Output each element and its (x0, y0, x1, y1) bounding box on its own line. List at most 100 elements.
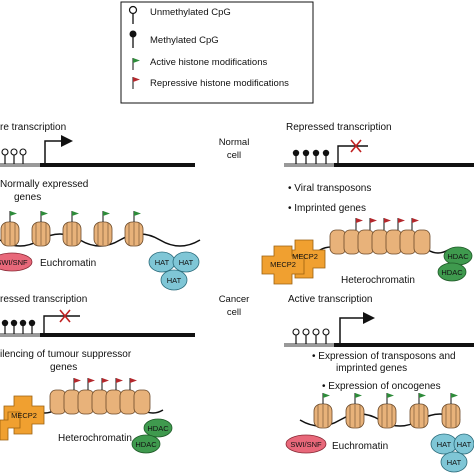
active-flag-icon (354, 393, 362, 404)
swisnf-label: SWI/SNF (290, 440, 322, 449)
legend-box (120, 1, 314, 104)
caption-line1: Normally expressed (0, 179, 88, 190)
legend-methylated-icon (129, 30, 137, 48)
repressive-flag-icon (383, 218, 391, 230)
repressive-flag-icon (129, 378, 137, 390)
nucleosome (93, 221, 113, 247)
hdac-cluster: HDAC HDAC (131, 418, 173, 454)
bullet-1: • Viral transposons (288, 183, 371, 194)
nucleosome (133, 389, 151, 415)
panel-normal-right: Repressed transcription • Viral transpos… (261, 122, 474, 286)
panel-title: re transcription (0, 122, 66, 133)
mecp2-label: MECP2 (292, 252, 318, 261)
nucleosome-group (313, 393, 461, 429)
bullet-2: • Imprinted genes (288, 203, 366, 214)
gene-track (284, 149, 474, 167)
active-flag-icon (450, 393, 458, 404)
caption-line2: genes (14, 192, 41, 203)
nucleosome (0, 221, 20, 247)
hat-cluster: HAT HAT HAT (430, 433, 474, 473)
repressive-flag-icon (369, 218, 377, 230)
panel-normal-left: re transcription Normally expressed gene… (0, 122, 201, 291)
nucleosome (313, 403, 333, 429)
hat-label: HAT (155, 258, 170, 267)
nucleosome (377, 403, 397, 429)
caption-line2: genes (50, 362, 77, 373)
nucleosome-group (329, 218, 431, 255)
legend-unmethylated-icon (128, 5, 138, 24)
chromatin-label: Heterochromatin (58, 433, 132, 444)
hdac-label: HDAC (441, 268, 463, 277)
repressive-flag-icon (73, 378, 81, 390)
active-flag-icon (133, 211, 141, 222)
mecp2-label: MECP2 (11, 411, 37, 420)
blocked-transcription-arrow (43, 309, 80, 333)
active-flag-icon (40, 211, 48, 222)
active-flag-icon (418, 393, 426, 404)
chromatin-label: Euchromatin (332, 441, 388, 452)
hdac-label: HDAC (135, 440, 157, 449)
legend-repressive-label: Repressive histone modifications (150, 78, 289, 89)
active-flag-icon (322, 393, 330, 404)
hat-label: HAT (437, 440, 452, 449)
nucleosome-group (0, 211, 144, 247)
panel-cancer-left: ressed transcription ilencing of tumour … (0, 294, 195, 454)
hdac-cluster: HDAC HDAC (437, 246, 473, 282)
hat-label: HAT (179, 258, 194, 267)
repressive-flag-icon (115, 378, 123, 390)
repressive-flag-icon (87, 378, 95, 390)
legend-repressive-flag-icon (132, 77, 140, 89)
swisnf-complex: SWI/SNF (285, 434, 327, 454)
nucleosome (441, 403, 461, 429)
blocked-transcription-arrow (337, 139, 368, 163)
bullet-1-cont: imprinted genes (336, 363, 407, 374)
repressive-flag-icon (397, 218, 405, 230)
chromatin-label: Euchromatin (40, 258, 96, 269)
hdac-label: HDAC (147, 424, 169, 433)
row-label-cancer-line2: cell (227, 307, 241, 318)
repressive-flag-icon (101, 378, 109, 390)
row-label-normal-line1: Normal (219, 137, 250, 148)
gene-track (0, 148, 195, 167)
swisnf-complex: SWI/SNF (0, 252, 33, 272)
mecp2-complex: MECP2 MECP2 (261, 239, 326, 285)
nucleosome (62, 221, 82, 247)
nucleosome (413, 229, 431, 255)
bullet-2: • Expression of oncogenes (322, 381, 441, 392)
bullet-1: • Expression of transposons and (312, 351, 456, 362)
legend-active-flag-icon (132, 58, 140, 70)
panel-cancer-right: Active transcription • Expression of tra… (284, 294, 474, 473)
hat-cluster: HAT HAT HAT (148, 251, 200, 291)
nucleosome (31, 221, 51, 247)
swisnf-label: SWI/SNF (0, 258, 28, 267)
legend-active-label: Active histone modifications (150, 57, 267, 68)
mecp2-complex: MECP2 (0, 395, 45, 441)
gene-track (284, 328, 474, 347)
panel-title: Repressed transcription (286, 122, 392, 133)
nucleosome-group (49, 378, 151, 415)
gene-track (0, 319, 195, 337)
panel-title: ressed transcription (0, 294, 87, 305)
hat-label: HAT (457, 440, 472, 449)
panel-title: Active transcription (288, 294, 372, 305)
row-label-normal-line2: cell (227, 150, 241, 161)
transcription-arrow (44, 135, 73, 163)
hat-label: HAT (167, 276, 182, 285)
active-flag-icon (386, 393, 394, 404)
row-label-cancer-line1: Cancer (219, 294, 250, 305)
active-flag-icon (102, 211, 110, 222)
hdac-label: HDAC (447, 252, 469, 261)
nucleosome (409, 403, 429, 429)
repressive-flag-icon (411, 218, 419, 230)
chromatin-label: Heterochromatin (341, 275, 415, 286)
nucleosome (124, 221, 144, 247)
legend-methylated-label: Methylated CpG (150, 35, 219, 46)
transcription-arrow (339, 312, 375, 343)
caption-line1: ilencing of tumour suppressor (0, 349, 132, 360)
mecp2-label: MECP2 (270, 260, 296, 269)
active-flag-icon (71, 211, 79, 222)
active-flag-icon (9, 211, 17, 222)
legend-unmethylated-label: Unmethylated CpG (150, 7, 231, 18)
nucleosome (345, 403, 365, 429)
